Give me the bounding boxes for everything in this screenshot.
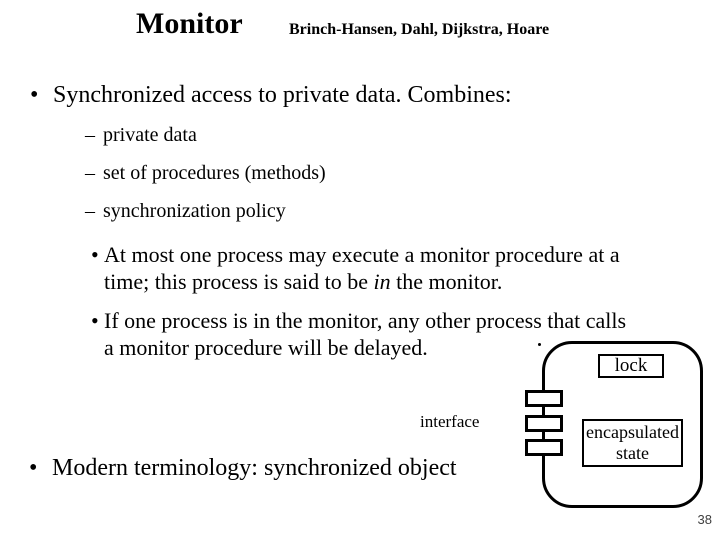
bullet-synchronized-access: • Synchronized access to private data. C… <box>30 80 512 110</box>
dash-marker: – <box>85 200 95 222</box>
dash-item-procedures: – set of procedures (methods) <box>85 161 326 186</box>
bullet-marker: • <box>30 82 39 108</box>
sub-bullet-lines: If one process is in the monitor, any ot… <box>104 307 626 361</box>
sub-bullet-line2: a monitor procedure will be delayed. <box>104 335 428 360</box>
bullet-marker: • <box>91 242 99 267</box>
stray-dot-mark <box>538 343 541 346</box>
sub-bullet-lines: At most one process may execute a monito… <box>104 241 620 295</box>
dash-text: set of procedures (methods) <box>103 162 326 184</box>
encapsulated-state-box: encapsulated state <box>582 419 683 467</box>
line2-pre: time; this process is said to be <box>104 269 374 294</box>
line2-italic-in: in <box>373 269 391 294</box>
slide-title: Monitor <box>136 7 243 40</box>
line2-post: the monitor. <box>390 269 503 294</box>
dash-text: synchronization policy <box>103 200 286 222</box>
interface-port-2 <box>525 415 563 432</box>
dash-item-private-data: – private data <box>85 123 197 148</box>
sub-bullet-line1: If one process is in the monitor, any ot… <box>104 308 627 333</box>
lock-label: lock <box>614 355 648 376</box>
bullet-text: Modern terminology: synchronized object <box>52 455 457 481</box>
interface-port-3 <box>525 439 563 456</box>
bullet-modern-terminology: • Modern terminology: synchronized objec… <box>29 453 457 483</box>
encapsulated-state-line1: encapsulated <box>586 422 679 442</box>
bullet-text: Synchronized access to private data. Com… <box>53 82 512 108</box>
dash-marker: – <box>85 162 95 184</box>
sub-bullet-if-one-process: • If one process is in the monitor, any … <box>91 307 626 361</box>
page-number: 38 <box>697 512 712 527</box>
sub-bullet-line2: time; this process is said to be in the … <box>104 268 620 295</box>
slide-subtitle: Brinch-Hansen, Dahl, Dijkstra, Hoare <box>289 21 550 38</box>
dash-item-sync-policy: – synchronization policy <box>85 199 286 224</box>
sub-bullet-line1: At most one process may execute a monito… <box>104 242 620 267</box>
bullet-marker: • <box>29 455 38 481</box>
dash-marker: – <box>85 124 95 146</box>
sub-bullet-at-most-one: • At most one process may execute a moni… <box>91 241 620 295</box>
interface-port-1 <box>525 390 563 407</box>
dash-text: private data <box>103 124 197 146</box>
lock-box: lock <box>598 354 664 378</box>
interface-label: interface <box>420 412 480 431</box>
encapsulated-state-line2: state <box>616 443 649 463</box>
bullet-marker: • <box>91 308 99 333</box>
